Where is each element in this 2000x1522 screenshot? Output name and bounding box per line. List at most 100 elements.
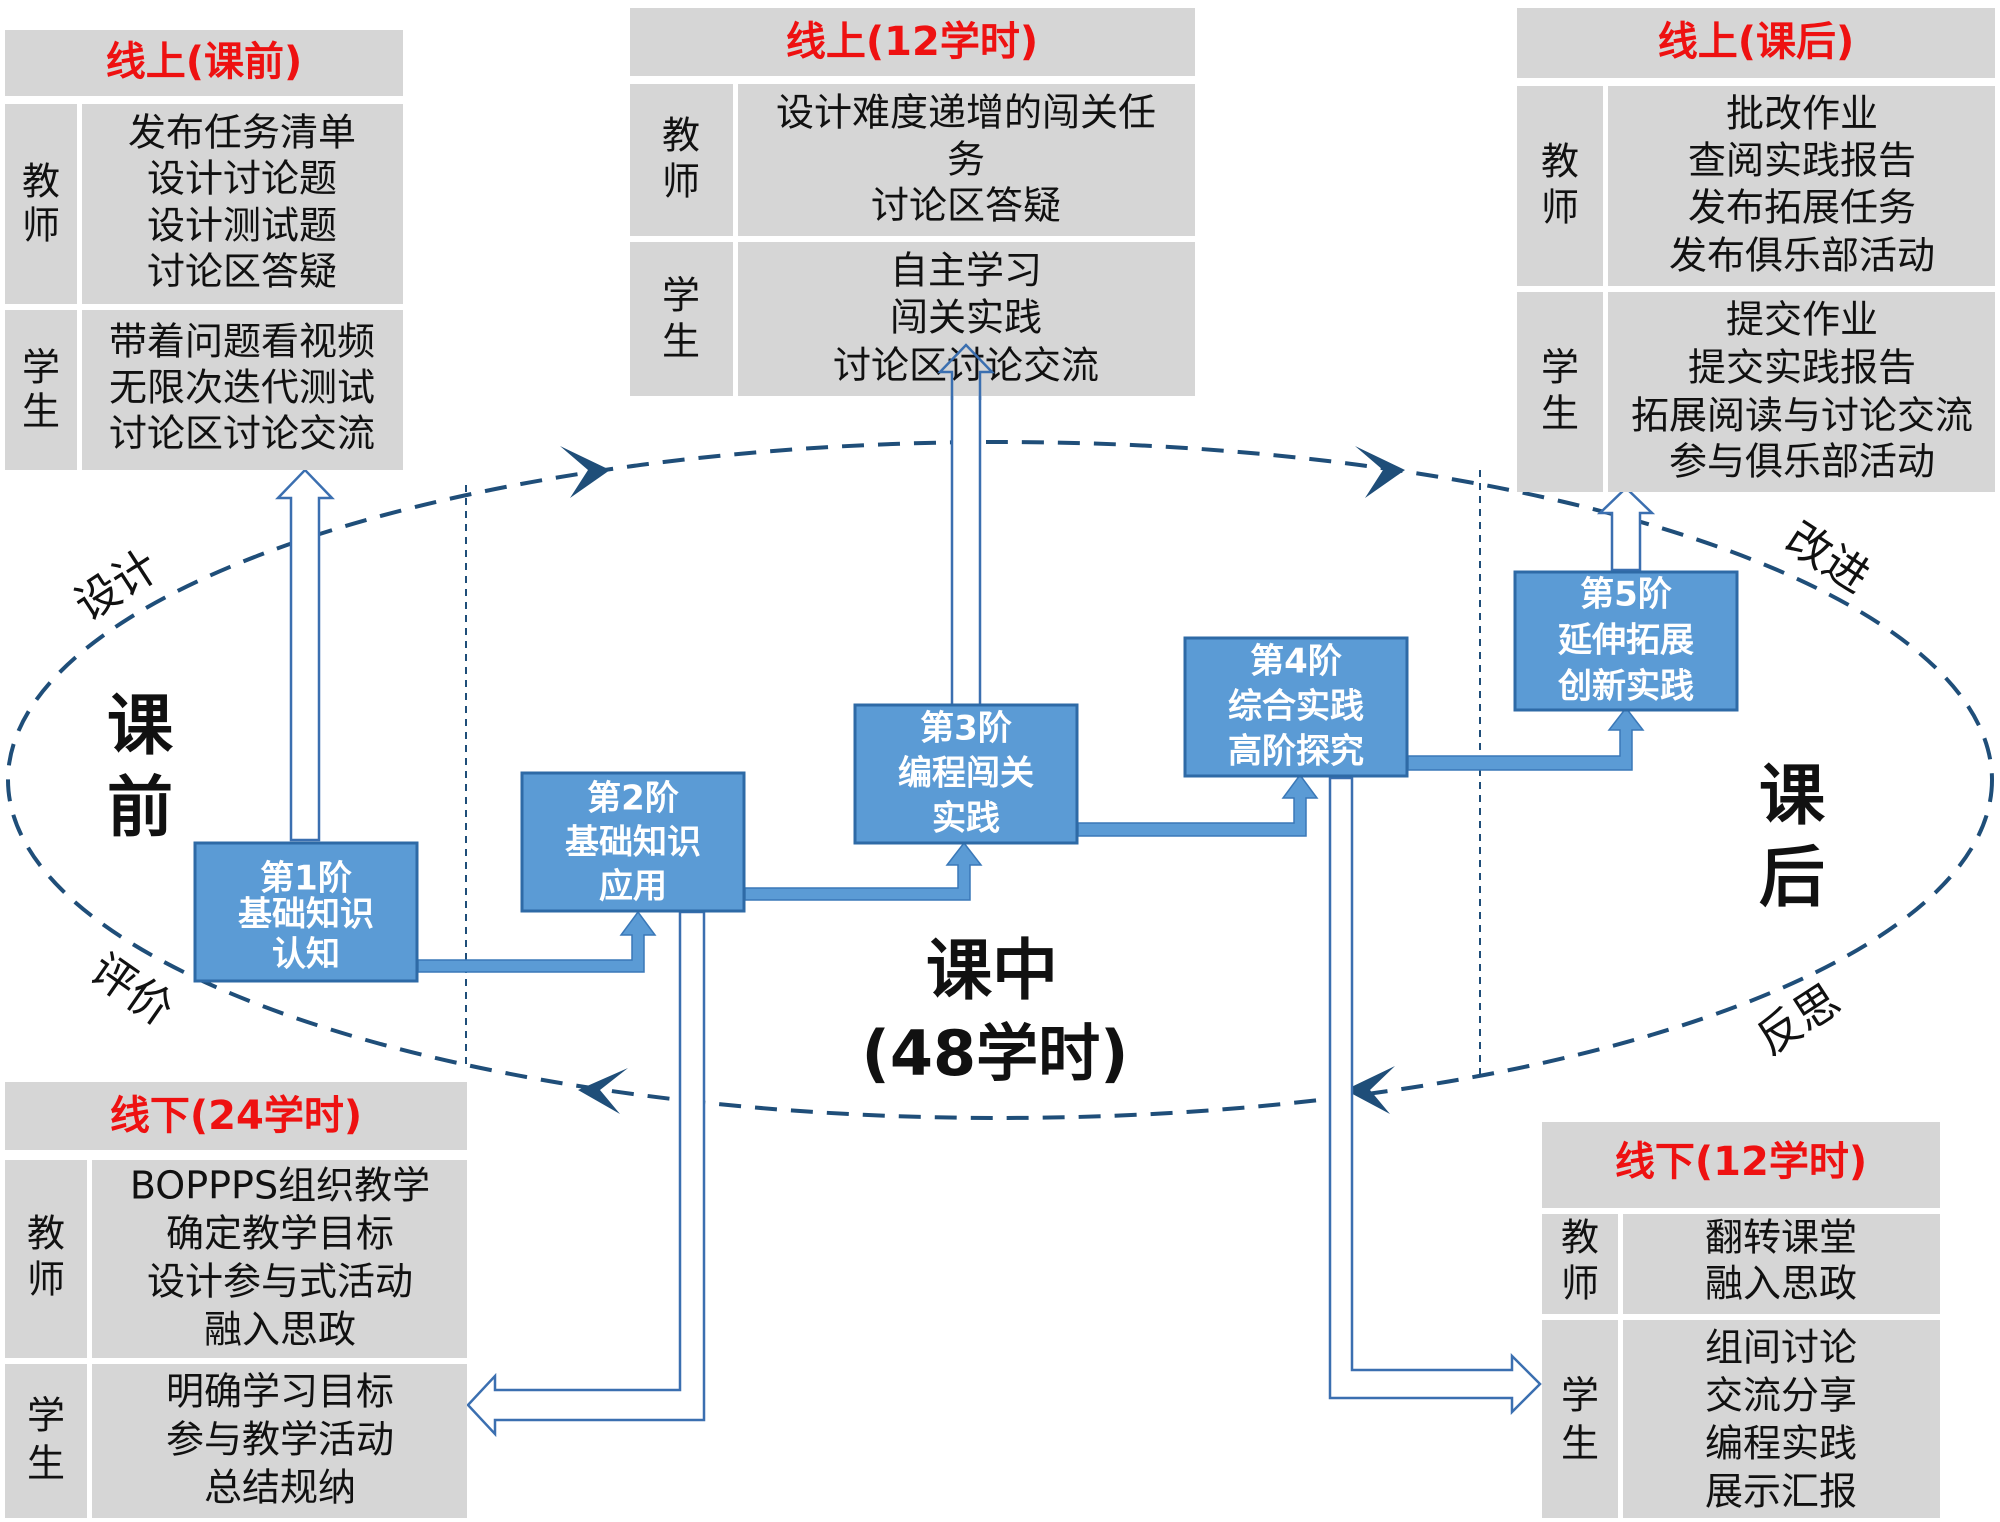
panel-online-post-student-label-2: 生 xyxy=(1541,392,1579,436)
stage-2: 第2阶 基础知识 应用 xyxy=(520,771,746,913)
panel-online-post-teacher-label-1: 教 xyxy=(1541,140,1579,184)
stage-2-line-2: 基础知识 xyxy=(565,823,701,863)
label-pre-2: 前 xyxy=(107,769,173,846)
stage-5: 第5阶 延伸拓展 创新实践 xyxy=(1513,570,1739,712)
label-evaluate: 评价 xyxy=(81,944,182,1036)
panel-online-pre-student-label-2: 生 xyxy=(22,390,60,434)
panel-offline-12-teacher-item-1: 翻转课堂 xyxy=(1705,1216,1857,1260)
panel-offline-24-teacher-item-1: BOPPPS组织教学 xyxy=(130,1164,430,1208)
stage-3-line-1: 第3阶 xyxy=(920,709,1012,749)
chevron-left-icon xyxy=(578,1068,628,1114)
panel-online-pre-title: 线上(课前) xyxy=(106,39,303,85)
stage-3-line-3: 实践 xyxy=(932,799,1000,839)
panel-online-post-teacher-label-2: 师 xyxy=(1541,186,1579,230)
panel-offline-12-student-label-2: 生 xyxy=(1561,1422,1599,1466)
panel-offline-12-student-item-4: 展示汇报 xyxy=(1705,1470,1857,1514)
stage-3: 第3阶 编程闯关 实践 xyxy=(853,703,1079,845)
panel-offline-12-teacher-item-2: 融入思政 xyxy=(1705,1262,1857,1306)
panel-online-pre-teacher-item-1: 发布任务清单 xyxy=(128,111,356,155)
panel-offline-24-title: 线下(24学时) xyxy=(110,1093,362,1139)
panel-online-post-student-item-2: 提交实践报告 xyxy=(1688,346,1916,390)
stage-3-line-2: 编程闯关 xyxy=(898,754,1034,794)
label-post-1: 课 xyxy=(1759,757,1826,834)
label-design: 设计 xyxy=(66,541,168,632)
cycle-ellipse xyxy=(6,440,1994,1120)
stage-2-line-1: 第2阶 xyxy=(587,779,679,819)
chevron-right-icon xyxy=(560,446,610,498)
panel-online-mid-teacher-label-1: 教 xyxy=(662,114,700,158)
stage-1-line-1: 第1阶 xyxy=(260,859,352,899)
label-pre-1: 课 xyxy=(107,687,174,764)
panel-online-mid-teacher-item-1: 设计难度递增的闯关任 xyxy=(776,91,1156,135)
arrow-stage3-to-online xyxy=(937,343,995,707)
panel-online-pre-teacher-item-3: 设计测试题 xyxy=(147,204,337,248)
panel-online-post-student-item-3: 拓展阅读与讨论交流 xyxy=(1631,394,1973,438)
panel-offline-24-student-item-1: 明确学习目标 xyxy=(166,1370,394,1414)
panel-offline-24-student-item-2: 参与教学活动 xyxy=(166,1418,394,1462)
panel-online-post-teacher-item-3: 发布拓展任务 xyxy=(1688,186,1916,230)
panel-online-pre: 线上(课前) 教 师 发布任务清单 设计讨论题 设计测试题 讨论区答疑 学 生 … xyxy=(5,30,403,470)
stage-5-line-2: 延伸拓展 xyxy=(1558,621,1694,661)
panel-online-pre-teacher-item-4: 讨论区答疑 xyxy=(147,250,337,294)
stage-1: 第1阶 基础知识 认知 xyxy=(193,841,419,983)
panel-offline-24: 线下(24学时) 教 师 BOPPPS组织教学 确定教学目标 设计参与式活动 融… xyxy=(5,1082,467,1518)
panel-online-pre-student-label-1: 学 xyxy=(22,346,60,390)
panel-online-pre-teacher-label-1: 教 xyxy=(22,160,60,204)
panel-offline-24-teacher-item-4: 融入思政 xyxy=(204,1308,356,1352)
panel-offline-12-teacher-label-2: 师 xyxy=(1561,1262,1599,1306)
panel-online-mid-student-label-1: 学 xyxy=(662,274,700,318)
label-mid-1: 课中 xyxy=(926,932,1058,1009)
arrow-stage5-to-post xyxy=(1596,486,1656,572)
panel-online-pre-student-item-1: 带着问题看视频 xyxy=(109,320,375,364)
panel-offline-12-student-item-2: 交流分享 xyxy=(1705,1374,1857,1418)
panel-online-post-teacher-item-2: 查阅实践报告 xyxy=(1688,139,1916,183)
panel-offline-24-teacher-label-1: 教 xyxy=(27,1212,65,1256)
panel-offline-12-teacher-label-1: 教 xyxy=(1561,1216,1599,1260)
panel-offline-24-student-label-1: 学 xyxy=(27,1394,65,1438)
panel-online-mid: 线上(12学时) 教 师 设计难度递增的闯关任 务 讨论区答疑 学 生 自主学习… xyxy=(630,8,1195,396)
panel-online-post-student-item-1: 提交作业 xyxy=(1726,298,1878,342)
arrow-stage3-tip xyxy=(937,343,995,400)
panel-online-pre-teacher-item-2: 设计讨论题 xyxy=(147,157,337,201)
panel-online-pre-teacher-label-2: 师 xyxy=(22,204,60,248)
arrow-stage1-to-pre xyxy=(275,468,335,842)
stage-1-line-2: 基础知识 xyxy=(238,895,374,935)
chevron-right-icon xyxy=(1355,446,1405,498)
label-reflect: 反思 xyxy=(1748,975,1850,1066)
label-mid-2: (48学时) xyxy=(862,1017,1129,1090)
panel-online-post-student-item-4: 参与俱乐部活动 xyxy=(1669,440,1935,484)
stage-4: 第4阶 综合实践 高阶探究 xyxy=(1183,636,1409,778)
stage-4-line-2: 综合实践 xyxy=(1228,687,1364,727)
panel-online-pre-student-item-3: 讨论区讨论交流 xyxy=(109,412,375,456)
panel-offline-24-teacher-item-3: 设计参与式活动 xyxy=(147,1260,413,1304)
panel-online-mid-student-label-2: 生 xyxy=(662,320,700,364)
panel-online-post-teacher-item-4: 发布俱乐部活动 xyxy=(1669,234,1935,278)
stage-1-line-3: 认知 xyxy=(272,935,340,975)
stage-connectors xyxy=(417,706,1645,973)
stage-4-line-1: 第4阶 xyxy=(1250,642,1342,682)
panel-online-post: 线上(课后) 教 师 批改作业 查阅实践报告 发布拓展任务 发布俱乐部活动 学 … xyxy=(1517,8,1995,492)
panel-offline-24-teacher-label-2: 师 xyxy=(27,1258,65,1302)
stage-5-line-1: 第5阶 xyxy=(1580,575,1672,615)
panel-offline-12-student-label-1: 学 xyxy=(1561,1374,1599,1418)
panel-online-post-teacher-item-1: 批改作业 xyxy=(1726,92,1878,136)
label-post-2: 后 xyxy=(1759,839,1825,916)
arrow-stage2-to-offline24 xyxy=(466,910,706,1438)
panel-offline-24-teacher-item-2: 确定教学目标 xyxy=(166,1212,394,1256)
stage-2-line-3: 应用 xyxy=(599,867,667,907)
panel-online-mid-title: 线上(12学时) xyxy=(786,19,1038,65)
panel-offline-24-student-item-3: 总结规纳 xyxy=(204,1466,356,1510)
panel-offline-24-student-label-2: 生 xyxy=(27,1442,65,1486)
panel-offline-12-student-item-1: 组间讨论 xyxy=(1705,1326,1857,1370)
panel-online-mid-teacher-item-2: 务 xyxy=(947,138,985,182)
panel-offline-12-student-item-3: 编程实践 xyxy=(1705,1422,1857,1466)
arrow-stage4-to-offline12 xyxy=(1328,776,1542,1416)
panel-online-pre-student-item-2: 无限次迭代测试 xyxy=(109,366,375,410)
stage-5-line-3: 创新实践 xyxy=(1557,667,1694,707)
panel-online-post-student-label-1: 学 xyxy=(1541,346,1579,390)
label-improve: 改进 xyxy=(1777,513,1879,604)
panel-offline-12: 线下(12学时) 教 师 翻转课堂 融入思政 学 生 组间讨论 交流分享 编程实… xyxy=(1542,1122,1940,1518)
panel-online-mid-student-item-3: 讨论区讨论交流 xyxy=(833,344,1099,388)
chevron-left-icon xyxy=(1345,1066,1395,1114)
